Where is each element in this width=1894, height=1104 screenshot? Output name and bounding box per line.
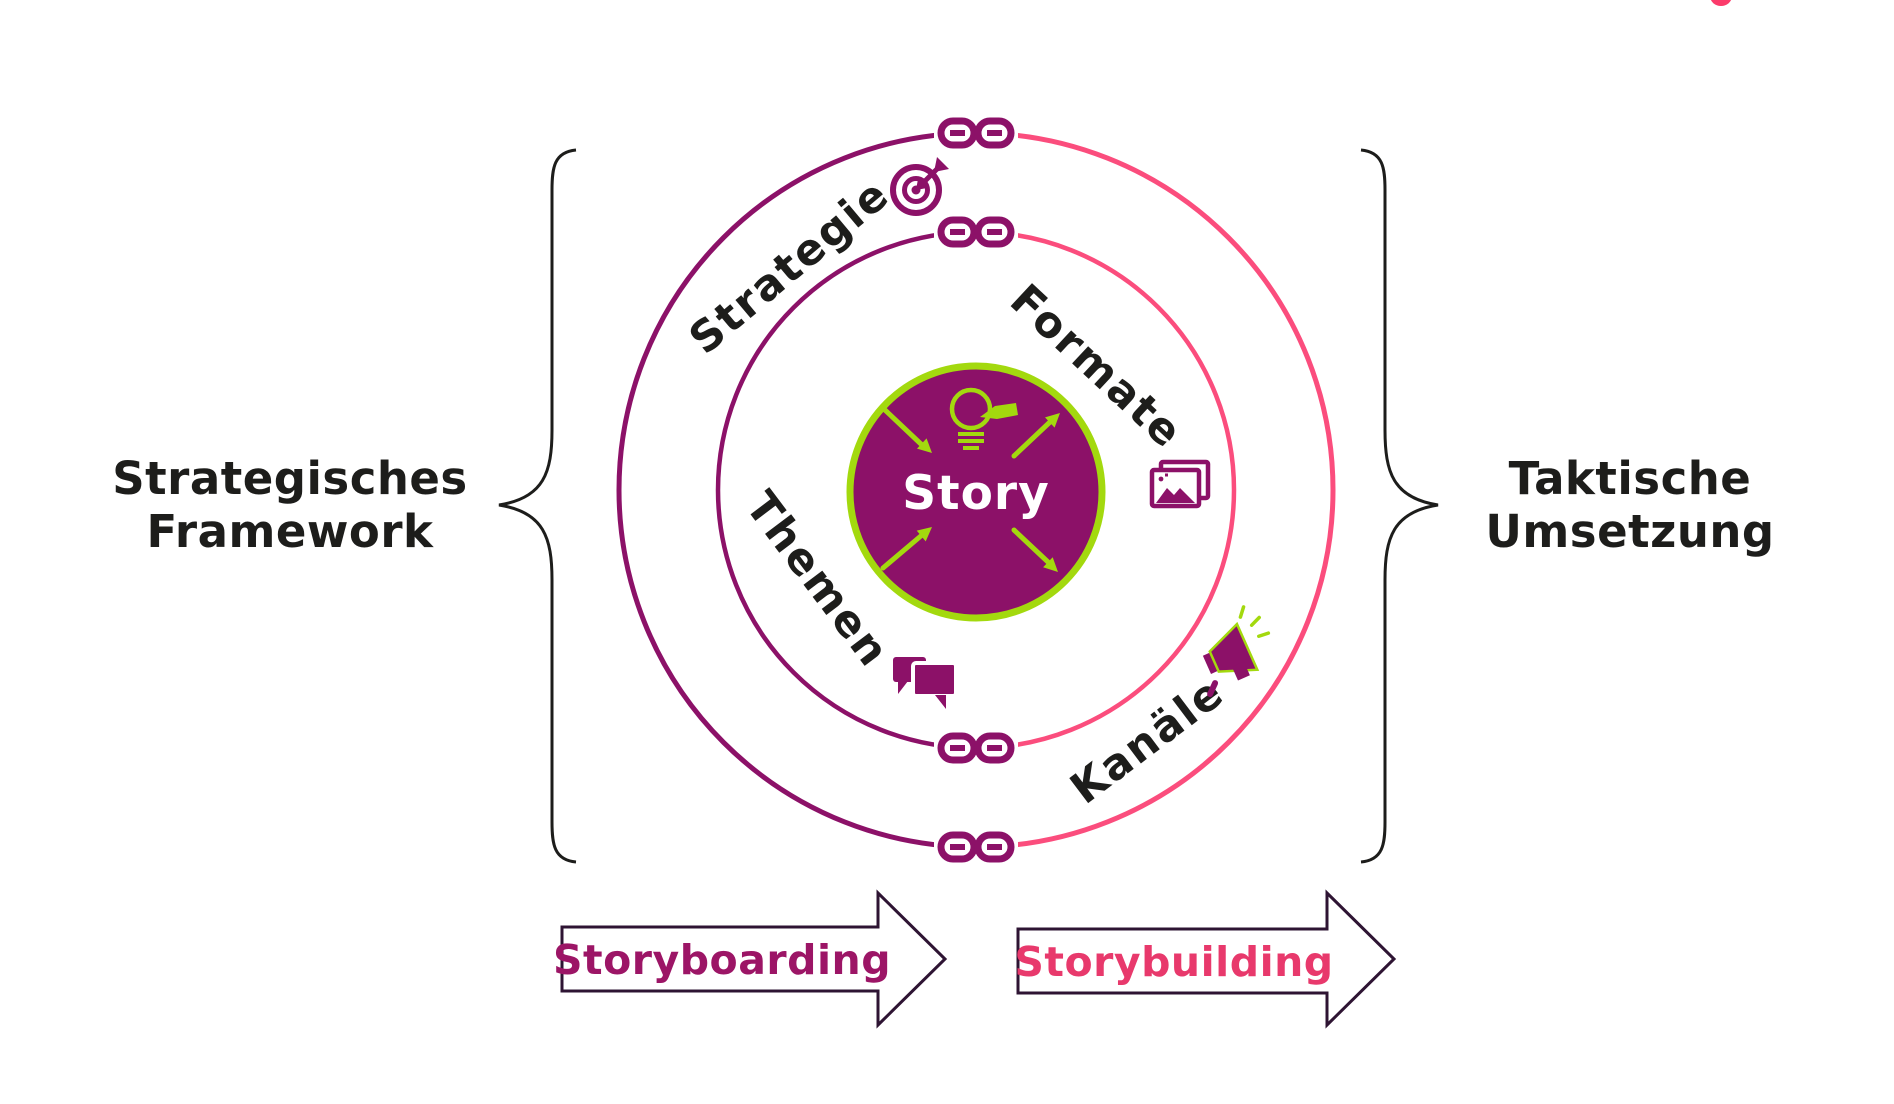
chain-link-icon <box>934 215 1018 249</box>
chain-link-icon <box>934 116 1018 150</box>
inner-ring-left <box>715 229 977 751</box>
framework-label-line1: Strategisches <box>112 452 468 505</box>
story-circle: Story <box>846 362 1106 622</box>
ring-label-kanaele: Kanäle <box>1062 667 1234 814</box>
inner-ring-right <box>975 229 1237 751</box>
framework-label-line2: Framework <box>146 505 434 559</box>
flow-arrow-bottom-right <box>1011 527 1058 572</box>
left-brace <box>498 148 577 864</box>
ring-label-strategie: Strategie <box>680 169 899 364</box>
chain-link-icon <box>934 731 1018 765</box>
umsetzung-label-line2: Umsetzung <box>1485 505 1775 559</box>
flow-arrow-top-left <box>882 407 932 453</box>
umsetzung-label: Taktische Umsetzung <box>1380 452 1880 558</box>
chain-link-icon <box>934 830 1018 864</box>
flow-arrow-top-right <box>1011 413 1060 459</box>
logo-fragment <box>1710 0 1732 6</box>
storybuilding-label: Storybuilding <box>1014 938 1333 986</box>
outer-ring-right <box>975 130 1336 850</box>
right-brace <box>1360 148 1439 864</box>
story-label: Story <box>902 466 1049 521</box>
target-icon <box>890 157 949 216</box>
framework-label: Strategisches Framework <box>40 452 540 558</box>
flow-arrow-bottom-left <box>880 527 932 571</box>
storyboarding-label: Storyboarding <box>553 936 891 984</box>
megaphone-icon <box>1202 605 1271 698</box>
speech-bubbles-icon <box>893 657 958 709</box>
lightbulb-pencil-icon <box>949 387 1018 450</box>
storybuilding-arrow: Storybuilding <box>1014 889 1397 1029</box>
outer-ring-left <box>616 130 977 850</box>
photos-icon <box>1149 459 1211 509</box>
umsetzung-label-line1: Taktische <box>1508 452 1752 505</box>
storyboarding-arrow: Storyboarding <box>553 889 948 1029</box>
